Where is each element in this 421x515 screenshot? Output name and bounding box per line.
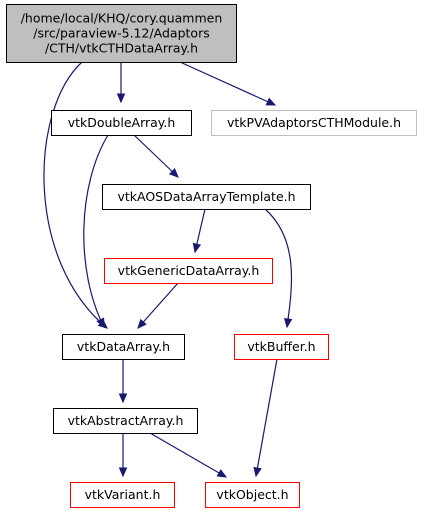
node-variant[interactable]: vtkVariant.h xyxy=(70,482,175,508)
node-object[interactable]: vtkObject.h xyxy=(205,482,300,508)
node-aostemplate[interactable]: vtkAOSDataArrayTemplate.h xyxy=(102,184,311,210)
node-label: /src/paraview-5.12/Adaptors xyxy=(33,26,209,41)
node-label: vtkDoubleArray.h xyxy=(68,115,176,130)
node-box xyxy=(51,110,192,136)
arrow-head xyxy=(116,93,126,104)
edge-abstractarray-to-object xyxy=(149,432,228,478)
node-box xyxy=(104,258,273,284)
edge-doublearray-to-dataarray xyxy=(83,134,109,329)
edge-aostemplate-to-buffer xyxy=(264,208,293,329)
arrow-head xyxy=(283,318,293,329)
edge-line xyxy=(149,432,227,478)
node-label: vtkObject.h xyxy=(216,487,288,502)
arrow-head xyxy=(216,469,228,478)
node-label: vtkVariant.h xyxy=(85,487,161,502)
node-box xyxy=(234,334,329,360)
node-box xyxy=(102,184,311,210)
edge-line xyxy=(137,282,179,329)
arrow-head xyxy=(253,466,262,478)
node-pvadaptors[interactable]: vtkPVAdaptorsCTHModule.h xyxy=(211,110,417,136)
edge-root-to-doublearray xyxy=(116,62,126,104)
edge-line xyxy=(179,61,276,106)
edge-root-to-pvadaptors xyxy=(179,61,277,106)
node-dataarray[interactable]: vtkDataArray.h xyxy=(62,334,185,360)
edge-line xyxy=(133,134,179,178)
arrow-head xyxy=(137,318,147,329)
node-label: vtkAOSDataArrayTemplate.h xyxy=(117,189,295,204)
edge-root-to-dataarray xyxy=(43,61,108,329)
node-doublearray[interactable]: vtkDoubleArray.h xyxy=(51,110,192,136)
node-label: vtkAbstractArray.h xyxy=(68,413,184,428)
edge-line xyxy=(264,208,293,328)
node-label: vtkPVAdaptorsCTHModule.h xyxy=(227,115,401,130)
arrow-head xyxy=(118,467,128,478)
node-box xyxy=(211,110,417,136)
edge-line xyxy=(83,134,109,328)
node-label: /home/local/KHQ/cory.quammen xyxy=(21,11,223,26)
edge-line xyxy=(43,61,108,329)
node-buffer[interactable]: vtkBuffer.h xyxy=(234,334,329,360)
node-box xyxy=(205,482,300,508)
arrow-head xyxy=(265,97,277,106)
edges-layer xyxy=(43,61,293,478)
edge-buffer-to-object xyxy=(253,358,278,478)
edge-line xyxy=(255,358,278,477)
arrow-head xyxy=(168,167,179,178)
node-root[interactable]: /home/local/KHQ/cory.quammen/src/paravie… xyxy=(6,4,237,63)
node-abstractarray[interactable]: vtkAbstractArray.h xyxy=(53,408,198,434)
arrow-head xyxy=(192,242,202,254)
edge-doublearray-to-aostemplate xyxy=(133,134,179,178)
node-label: vtkBuffer.h xyxy=(247,339,315,354)
arrow-head xyxy=(118,393,128,404)
edge-genericdata-to-dataarray xyxy=(137,282,179,329)
edge-dataarray-to-abstractarray xyxy=(118,359,128,404)
nodes-layer: /home/local/KHQ/cory.quammen/src/paravie… xyxy=(6,4,417,508)
edge-aostemplate-to-genericdata xyxy=(192,208,206,254)
node-label: /CTH/vtkCTHDataArray.h xyxy=(45,41,198,56)
node-box xyxy=(70,482,175,508)
node-label: vtkGenericDataArray.h xyxy=(118,263,260,278)
edge-abstractarray-to-variant xyxy=(118,433,128,478)
arrow-head xyxy=(96,317,105,329)
node-box xyxy=(53,408,198,434)
node-box xyxy=(6,4,237,63)
node-genericdata[interactable]: vtkGenericDataArray.h xyxy=(104,258,273,284)
node-box xyxy=(62,334,185,360)
node-label: vtkDataArray.h xyxy=(77,339,170,354)
